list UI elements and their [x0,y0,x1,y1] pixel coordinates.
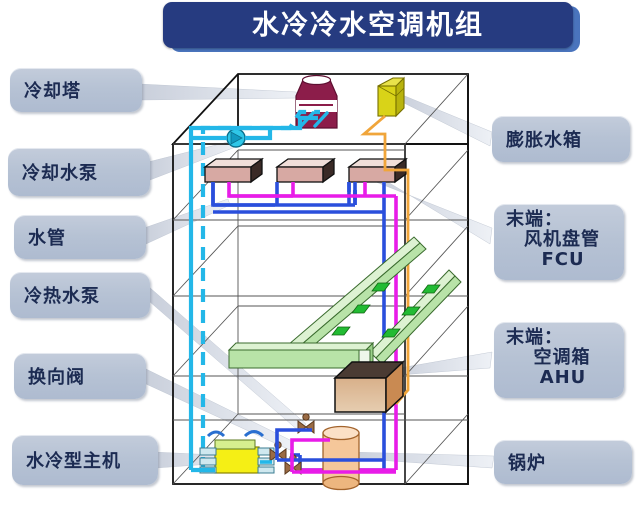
label-cooling-pump[interactable]: 冷却水泵 [8,148,150,196]
condenser-water-loop-dashed [200,109,320,470]
expansion-pipe-orange [360,114,410,405]
label-expansion-tank[interactable]: 膨胀水箱 [492,116,630,162]
label-chilled-hot-pump-text: 冷热水泵 [24,286,100,307]
label-boiler[interactable]: 锅炉 [494,440,632,484]
building-shell [170,73,469,485]
expansion-tank-icon [377,76,405,118]
label-expansion-tank-text: 膨胀水箱 [506,130,582,151]
label-chilled-hot-pump[interactable]: 冷热水泵 [10,272,150,318]
label-water-pipe[interactable]: 水管 [14,215,146,259]
label-water-cooled-chiller[interactable]: 水冷型主机 [12,435,158,485]
fcu-units [203,157,408,184]
page-title: 水冷冷水空调机组 [252,9,484,41]
label-water-cooled-chiller-text: 水冷型主机 [26,451,121,472]
label-terminal-fcu-line1: 末端： [506,209,563,230]
ahu-unit-icon [333,360,405,414]
boiler-icon [322,425,360,491]
label-cooling-tower[interactable]: 冷却塔 [10,68,142,112]
floor-lines [172,73,469,485]
label-terminal-ahu-line2: 空调箱 [533,347,591,369]
supply-duct-lower [369,269,462,365]
supply-duct-upper [287,236,427,358]
fcu-unit-1 [203,157,264,184]
label-water-pipe-text: 水管 [28,228,66,249]
label-cooling-pump-text: 冷却水泵 [22,163,98,184]
label-terminal-ahu-line3: AHU [539,367,587,389]
label-terminal-ahu-line1: 末端： [506,327,563,348]
water-cooled-chiller-icon [199,430,275,474]
label-terminal-ahu[interactable]: 末端： 空调箱 AHU [494,322,624,398]
cooling-tower-icon [295,74,338,129]
label-boiler-text: 锅炉 [508,453,546,474]
fcu-unit-2 [275,157,336,184]
title-banner: 水冷冷水空调机组 [163,2,573,48]
label-terminal-fcu-line2: 风机盘管 [524,229,600,251]
cooling-water-pump-icon [226,128,246,148]
label-terminal-fcu-line3: FCU [541,249,585,271]
label-reversing-valve[interactable]: 换向阀 [14,353,146,399]
label-terminal-fcu[interactable]: 末端： 风机盘管 FCU [494,204,624,280]
label-cooling-tower-text: 冷却塔 [24,81,81,102]
label-reversing-valve-text: 换向阀 [28,367,85,388]
